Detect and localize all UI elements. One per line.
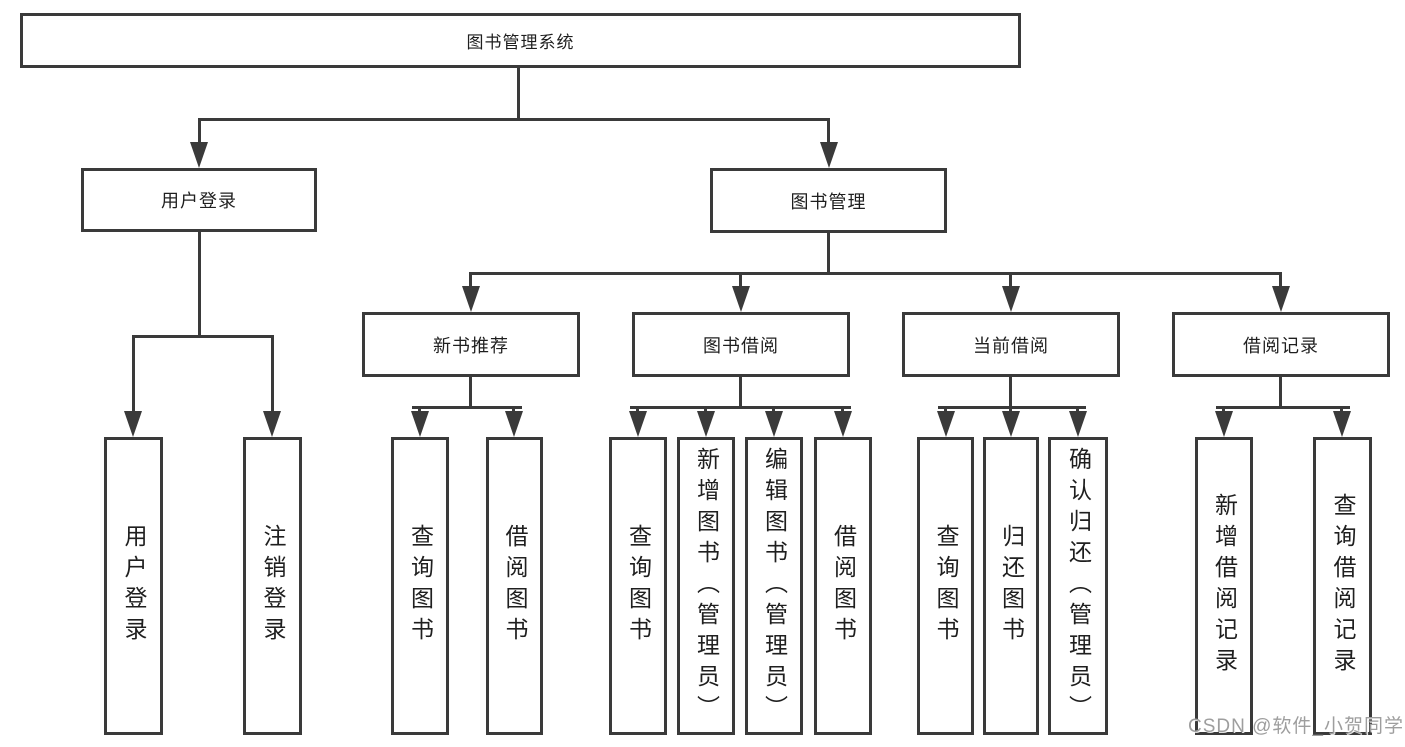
connector-userlogin-bar [132,335,274,338]
leaf-query-books-borrowing-label: 查询图书 [625,524,652,648]
node-root-label: 图书管理系统 [466,33,575,52]
arrow-down-icon [190,142,208,168]
leaf-edit-books-admin: 编辑图书（管理员） [745,437,803,735]
connector-userlogin-trunk [198,230,201,338]
arrow-down-icon [1215,411,1233,437]
leaf-query-books-current: 查询图书 [917,437,974,735]
node-book-management-label: 图书管理 [790,191,867,212]
connector-newbook-bar [412,406,522,409]
connector-borrowing-bar [630,406,851,409]
leaf-add-borrow-record-label: 新增借阅记录 [1211,493,1238,679]
connector-root-bar [198,118,830,121]
arrow-down-icon [765,411,783,437]
node-user-login: 用户登录 [81,168,317,232]
leaf-logout: 注销登录 [243,437,302,735]
node-current-borrowing-label: 当前借阅 [973,335,1049,356]
connector-current-bar [938,406,1086,409]
csdn-watermark: CSDN @软件_小贺同学 [1188,716,1404,737]
arrow-down-icon [263,411,281,437]
connector-borrowing-trunk [739,375,742,409]
arrow-down-icon [411,411,429,437]
arrow-stem [1279,272,1282,290]
leaf-edit-books-admin-label: 编辑图书（管理员） [761,446,788,726]
leaf-add-books-admin: 新增图书（管理员） [677,437,735,735]
leaf-borrow-books-borrowing: 借阅图书 [814,437,872,735]
leaf-confirm-return-admin: 确认归还（管理员） [1048,437,1108,735]
arrow-stem [271,335,274,415]
leaf-query-borrow-record-label: 查询借阅记录 [1330,493,1356,679]
arrow-down-icon [697,411,715,437]
node-root: 图书管理系统 [20,13,1021,68]
node-current-borrowing: 当前借阅 [902,312,1120,377]
leaf-borrow-books-recommend-label: 借阅图书 [502,524,528,648]
connector-bookmgmt-bar [469,272,1282,275]
arrow-stem [469,272,472,290]
leaf-query-books-borrowing: 查询图书 [609,437,667,735]
leaf-logout-label: 注销登录 [260,524,286,648]
arrow-down-icon [732,286,750,312]
leaf-confirm-return-admin-label: 确认归还（管理员） [1065,446,1092,726]
leaf-user-login-label: 用户登录 [121,524,147,648]
arrow-down-icon [1002,411,1020,437]
arrow-down-icon [462,286,480,312]
node-new-book-recommend: 新书推荐 [362,312,580,377]
leaf-add-borrow-record: 新增借阅记录 [1195,437,1253,735]
arrow-down-icon [937,411,955,437]
node-book-borrowing: 图书借阅 [632,312,850,377]
arrow-down-icon [124,411,142,437]
node-borrowing-records-label: 借阅记录 [1243,335,1319,356]
arrow-stem [198,118,201,146]
leaf-return-books-label: 归还图书 [998,524,1025,648]
leaf-query-books-recommend-label: 查询图书 [407,524,434,648]
arrow-down-icon [834,411,852,437]
connector-newbook-trunk [469,375,472,409]
node-borrowing-records: 借阅记录 [1172,312,1390,377]
node-user-login-label: 用户登录 [161,191,237,211]
arrow-stem [827,118,830,146]
connector-current-trunk [1009,375,1012,409]
arrow-stem [132,335,135,415]
arrow-down-icon [1272,286,1290,312]
arrow-down-icon [1333,411,1351,437]
node-book-management: 图书管理 [710,168,947,233]
arrow-down-icon [629,411,647,437]
arrow-down-icon [1002,286,1020,312]
node-new-book-recommend-label: 新书推荐 [433,335,509,356]
leaf-add-books-admin-label: 新增图书（管理员） [693,446,720,726]
leaf-query-borrow-record: 查询借阅记录 [1313,437,1372,735]
leaf-borrow-books-borrowing-label: 借阅图书 [830,524,857,648]
arrow-down-icon [505,411,523,437]
connector-records-bar [1216,406,1350,409]
arrow-down-icon [1069,411,1087,437]
leaf-borrow-books-recommend: 借阅图书 [486,437,543,735]
connector-root-trunk [517,66,520,120]
leaf-user-login: 用户登录 [104,437,163,735]
arrow-stem [739,272,742,290]
node-book-borrowing-label: 图书借阅 [703,335,779,356]
arrow-stem [1009,272,1012,290]
connector-records-trunk [1279,375,1282,409]
arrow-down-icon [820,142,838,168]
leaf-return-books: 归还图书 [983,437,1039,735]
leaf-query-books-current-label: 查询图书 [933,524,959,648]
leaf-query-books-recommend: 查询图书 [391,437,449,735]
connector-bookmgmt-trunk [827,231,830,275]
